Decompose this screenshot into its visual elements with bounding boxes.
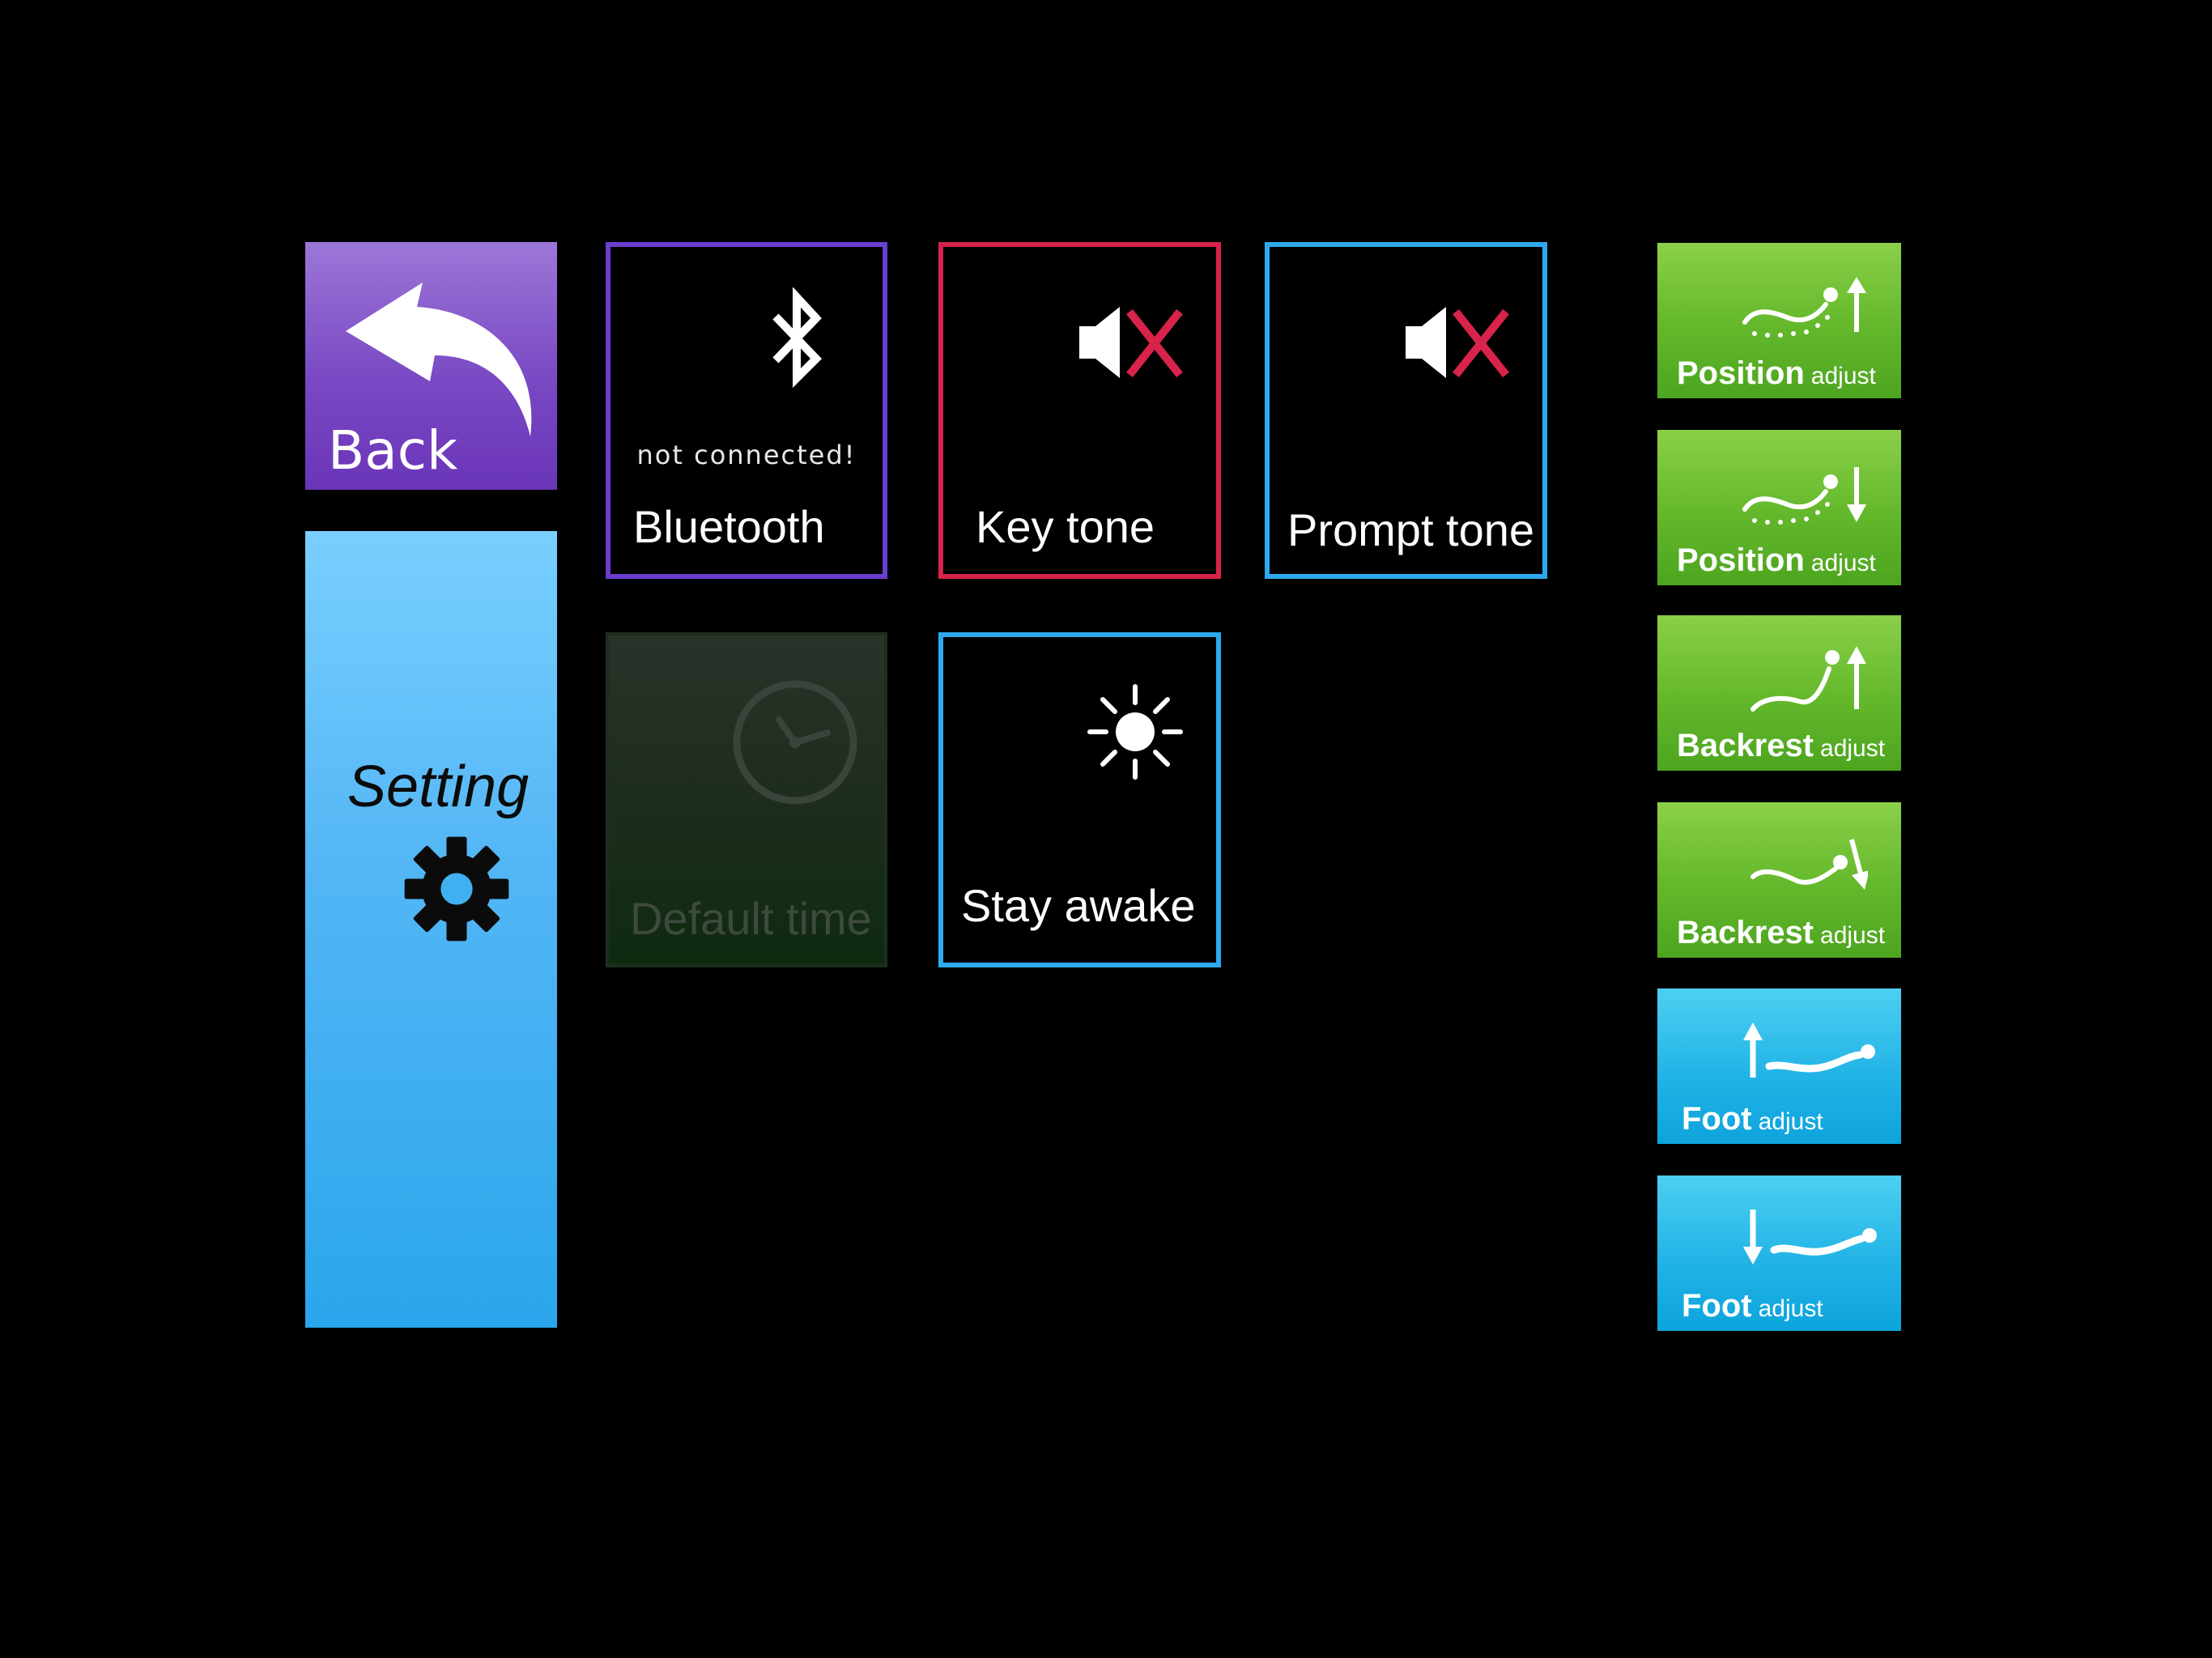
key-tone-tile[interactable]: Key tone [938, 242, 1221, 579]
backrest-up-icon [1750, 646, 1866, 712]
foot-down-icon [1743, 1209, 1877, 1265]
speaker-muted-icon [1079, 307, 1183, 378]
gear-icon [404, 836, 509, 942]
sun-icon [1087, 684, 1183, 780]
default-time-tile: Default time [606, 632, 887, 967]
backrest-down-icon [1750, 839, 1868, 890]
recline-down-icon [1742, 467, 1866, 525]
bluetooth-icon [772, 287, 823, 389]
stay-awake-label: Stay awake [961, 880, 1196, 931]
back-label: Back [328, 419, 458, 482]
stay-awake-tile[interactable]: Stay awake [938, 632, 1221, 967]
bluetooth-status: not connected! [636, 440, 857, 470]
speaker-muted-icon [1406, 307, 1509, 378]
setting-title: Setting [347, 755, 530, 819]
bluetooth-label: Bluetooth [633, 501, 825, 552]
clock-icon [733, 680, 857, 805]
foot-up-icon [1743, 1022, 1875, 1078]
key-tone-label: Key tone [976, 501, 1155, 552]
prompt-tone-tile[interactable]: Prompt tone [1265, 242, 1547, 579]
back-button[interactable]: Back [305, 242, 557, 490]
prompt-tone-label: Prompt tone [1287, 504, 1535, 555]
setting-panel: Setting [305, 531, 557, 1328]
recline-up-icon [1742, 277, 1866, 338]
bluetooth-tile[interactable]: not connected! Bluetooth [606, 242, 887, 579]
back-arrow-icon [346, 283, 532, 436]
default-time-label: Default time [630, 893, 872, 944]
